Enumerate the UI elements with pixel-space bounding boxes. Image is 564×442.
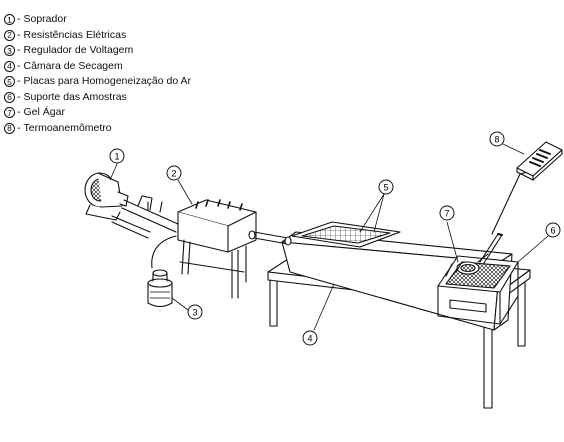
legend-item-placas: 5-Placas para Homogeneização do Ar: [4, 74, 191, 90]
voltage-regulator: [147, 235, 177, 308]
legend-number: 8: [4, 122, 15, 134]
callout-2: 2: [166, 165, 182, 181]
legend-number: 7: [4, 107, 15, 119]
legend-item-soprador: 1-Soprador: [4, 12, 191, 28]
component-legend: 1-Soprador 2-Resistências Elétricas 3-Re…: [4, 12, 191, 136]
callout-6: 6: [545, 222, 561, 238]
callout-number: 5: [383, 183, 388, 193]
air-duct: [111, 195, 179, 239]
anemometer-probe: [479, 171, 529, 264]
legend-label: Suporte das Amostras: [23, 90, 127, 103]
callout-7: 7: [439, 205, 455, 221]
legend-label: Soprador: [23, 13, 67, 25]
legend-number: 3: [4, 45, 15, 57]
legend-number: 1: [4, 14, 15, 26]
legend-item-regulador: 3-Regulador de Voltagem: [4, 43, 191, 59]
thermoanemometer: [516, 141, 563, 181]
callout-1: 1: [109, 148, 125, 164]
callout-5: 5: [378, 179, 394, 195]
callout-leaders: [109, 143, 549, 331]
legend-item-camara: 4-Câmara de Secagem: [4, 59, 191, 75]
callout-number: 7: [444, 209, 449, 219]
callout-8: 8: [489, 131, 505, 147]
callout-number: 8: [494, 135, 499, 145]
heater-box: [177, 199, 257, 299]
legend-item-termoanemometro: 8-Termoanemômetro: [4, 121, 191, 137]
legend-number: 4: [4, 60, 15, 72]
legend-item-gel: 7-Gel Ágar: [4, 105, 191, 121]
heater-to-chamber-pipe: [248, 230, 292, 246]
legend-number: 6: [4, 91, 15, 103]
legend-label: Regulador de Voltagem: [23, 44, 134, 56]
sample-support: [437, 253, 519, 325]
legend-number: 2: [4, 29, 15, 41]
callout-number: 4: [307, 334, 312, 344]
callout-number: 1: [114, 152, 119, 162]
legend-item-resistencias: 2-Resistências Elétricas: [4, 28, 191, 44]
legend-number: 5: [4, 76, 15, 88]
callout-3: 3: [187, 304, 203, 320]
legend-label: Placas para Homogeneização do Ar: [23, 75, 192, 87]
legend-label: Câmara de Secagem: [23, 59, 123, 72]
homogenization-plates: [291, 221, 401, 248]
callout-4: 4: [302, 330, 318, 346]
legend-item-suporte: 6-Suporte das Amostras: [4, 90, 191, 106]
callout-number: 2: [171, 169, 176, 179]
blower: [84, 172, 129, 221]
callout-number: 6: [550, 226, 555, 236]
legend-label: Termoanemômetro: [23, 121, 112, 134]
callout-number: 3: [192, 308, 197, 318]
legend-label: Gel Ágar: [23, 106, 65, 118]
legend-label: Resistências Elétricas: [23, 28, 127, 41]
